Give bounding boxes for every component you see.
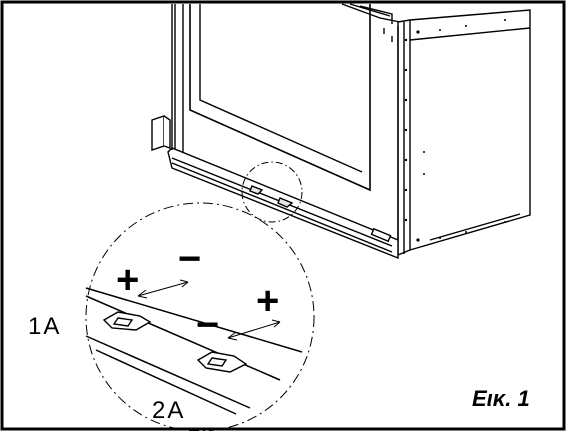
detail-marker-circle [241,161,303,223]
hinge-1-label: 1A [28,313,61,340]
hinge-2-minus-sign: − [196,303,219,347]
hinge-1-minus-sign: − [178,237,201,281]
hinge-1-shape [102,311,152,331]
door-handle-bracket [151,115,171,151]
hinge-2-label: 2A [152,397,185,424]
side-panel-screws [404,19,506,242]
detail-view-circle [85,202,315,432]
hinge-1-plus-sign: + [116,258,139,302]
detail-view [85,202,315,432]
hinge-2-shape [196,351,248,373]
hinge-2-plus-sign: + [256,279,279,323]
figure-caption: Εικ. 1 [472,386,530,411]
adjust-arrow-2 [227,319,281,341]
oven-body [167,3,531,260]
adjust-arrow-1 [137,279,189,299]
